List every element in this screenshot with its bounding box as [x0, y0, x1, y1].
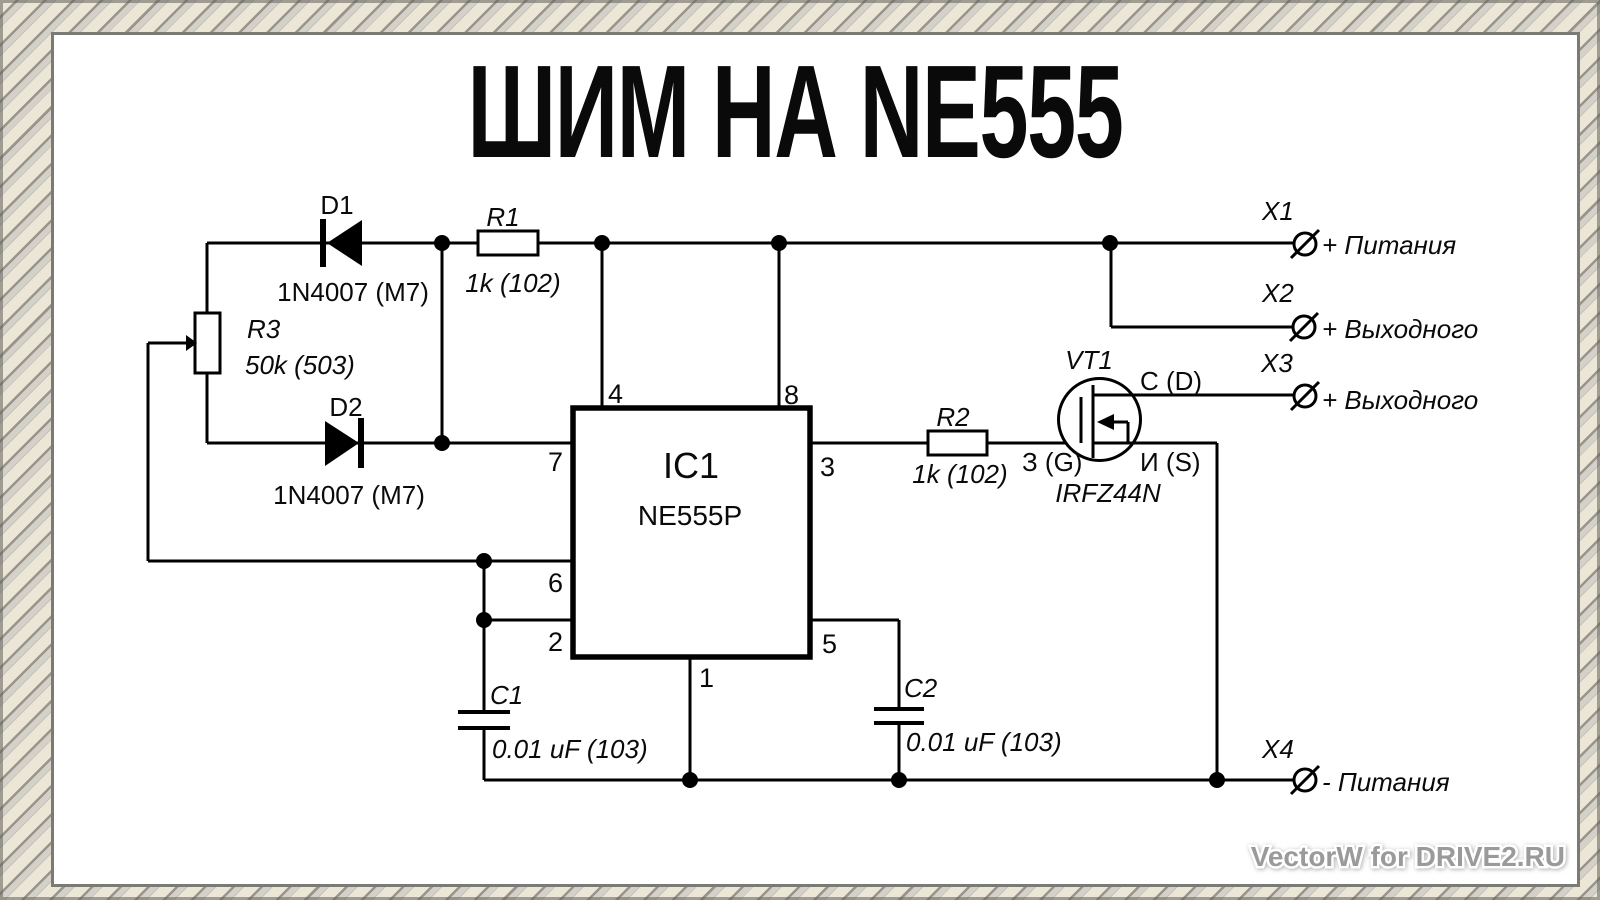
terminal-x3-slash: [1289, 380, 1321, 412]
r1-value-label: 1k (102): [465, 268, 560, 298]
diode-d1-symbol: [320, 219, 362, 267]
mosfet-circle: [1057, 377, 1142, 462]
ic1-pin7-label: 7: [548, 447, 563, 477]
r2-ref-label: R2: [936, 402, 970, 432]
d1-value-label: 1N4007 (M7): [277, 277, 429, 307]
diode-d2-triangle: [325, 421, 359, 466]
potentiometer-wiper-arrow: [186, 335, 197, 351]
c1-value-label: 0.01 uF (103): [492, 734, 648, 764]
terminal-x1-symbol: [1289, 228, 1321, 260]
vt1-gate-label: З (G): [1022, 447, 1082, 477]
mosfet-vt1-symbol: [1057, 377, 1142, 462]
terminal-x1-slash: [1289, 228, 1321, 260]
ic1-pin2-label: 2: [548, 627, 563, 657]
page-title: ШИМ НА NE555: [468, 38, 1123, 185]
vt1-part-label: IRFZ44N: [1055, 478, 1161, 508]
diode-d1-cathode-bar: [320, 219, 326, 267]
terminal-x4-symbol: [1289, 764, 1321, 796]
junction-dot: [476, 612, 492, 628]
diode-d1-triangle: [327, 220, 362, 266]
terminal-x3-label: + Выходного: [1322, 385, 1478, 415]
ic1-pin5-label: 5: [822, 629, 837, 659]
junction-dot: [594, 235, 610, 251]
junction-dot: [1102, 235, 1118, 251]
ic1-box: [570, 405, 813, 660]
terminal-x2-ref: X2: [1261, 278, 1294, 308]
terminal-x1-label: + Питания: [1322, 230, 1456, 260]
d1-ref-label: D1: [320, 190, 353, 220]
terminal-x1-ref: X1: [1261, 196, 1294, 226]
junction-dot: [891, 772, 907, 788]
r3-ref-label: R3: [247, 314, 281, 344]
ic1-pin3-label: 3: [820, 452, 835, 482]
r3-value-label: 50k (503): [245, 350, 355, 380]
capacitor-c1-symbol: [458, 710, 510, 730]
terminal-x4-slash: [1289, 764, 1321, 796]
potentiometer-r3-body: [193, 311, 222, 375]
terminal-x4-ref: X4: [1261, 734, 1294, 764]
resistor-r2-body: [926, 429, 989, 457]
ic1-part-label: NE555P: [638, 500, 742, 531]
terminal-x3-symbol: [1289, 380, 1321, 412]
ic1-pin6-label: 6: [548, 568, 563, 598]
ic1-pin1-label: 1: [699, 663, 714, 693]
vt1-source-label: И (S): [1140, 447, 1201, 477]
ic1-ref-label: IC1: [663, 445, 719, 486]
junction-dot: [771, 235, 787, 251]
watermark: VectorW for DRIVE2.RU: [1251, 841, 1565, 872]
r1-ref-label: R1: [486, 202, 519, 232]
terminal-x2-symbol: [1288, 311, 1320, 343]
schematic-panel: [51, 32, 1580, 887]
d2-value-label: 1N4007 (M7): [273, 480, 425, 510]
diode-d2-symbol: [325, 418, 364, 468]
d2-ref-label: D2: [329, 392, 362, 422]
ic1-pin4-label: 4: [608, 379, 623, 409]
c1-ref-label: C1: [490, 680, 523, 710]
mosfet-arrow: [1097, 414, 1114, 430]
terminal-x2-slash: [1288, 311, 1320, 343]
r2-value-label: 1k (102): [912, 459, 1007, 489]
capacitor-c2-symbol: [874, 707, 924, 725]
terminal-x2-label: + Выходного: [1322, 314, 1478, 344]
vt1-ref-label: VT1: [1065, 345, 1113, 375]
c2-ref-label: C2: [904, 673, 938, 703]
terminal-x4-label: - Питания: [1322, 767, 1450, 797]
junction-dot: [682, 772, 698, 788]
ic1-pin8-label: 8: [784, 380, 799, 410]
terminal-x3-ref: X3: [1260, 348, 1293, 378]
junction-dot: [1209, 772, 1225, 788]
resistor-r1-body: [476, 229, 540, 257]
vt1-drain-label: C (D): [1140, 366, 1202, 396]
junction-dots: [434, 235, 1225, 788]
junction-dot: [434, 235, 450, 251]
junction-dot: [476, 553, 492, 569]
c2-value-label: 0.01 uF (103): [906, 727, 1062, 757]
diode-d2-cathode-bar: [358, 418, 364, 468]
junction-dot: [434, 435, 450, 451]
